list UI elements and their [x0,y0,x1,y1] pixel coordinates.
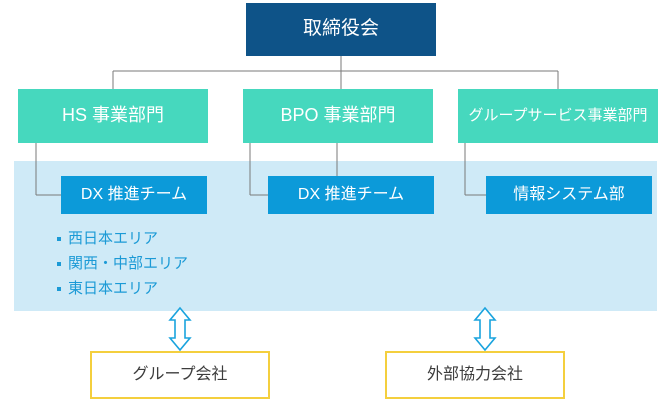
box-division-bpo-label: BPO 事業部門 [280,105,396,126]
box-team-dx-bpo-label: DX 推進チーム [297,186,405,204]
box-external-partner-company[interactable]: 外部協力会社 [385,351,565,399]
area-list-item-label: 関西・中部エリア [68,255,189,272]
box-division-group-service-label: グループサービス事業部門 [468,107,648,124]
box-team-information-systems[interactable]: 情報システム部 [486,176,652,214]
box-division-group-service[interactable]: グループサービス事業部門 [458,89,658,143]
box-team-information-systems-label: 情報システム部 [513,186,625,204]
bullet-dot-icon [57,236,61,241]
box-division-bpo[interactable]: BPO 事業部門 [243,89,433,143]
box-team-dx-bpo[interactable]: DX 推進チーム [268,176,434,214]
area-list: 西日本エリア 関西・中部エリア 東日本エリア [57,226,188,301]
box-team-dx-hs[interactable]: DX 推進チーム [61,176,207,214]
bullet-dot-icon [57,261,61,266]
box-group-company[interactable]: グループ会社 [90,351,270,399]
box-division-hs[interactable]: HS 事業部門 [18,89,208,143]
box-board-of-directors[interactable]: 取締役会 [246,3,436,56]
box-board-of-directors-label: 取締役会 [302,18,379,40]
area-list-item: 東日本エリア [57,276,188,301]
area-list-item-label: 東日本エリア [68,280,159,297]
box-team-dx-hs-label: DX 推進チーム [80,186,188,204]
area-list-item: 関西・中部エリア [57,251,188,276]
area-list-item-label: 西日本エリア [68,230,159,247]
box-group-company-label: グループ会社 [132,366,228,384]
bullet-dot-icon [57,286,61,291]
box-external-partner-company-label: 外部協力会社 [426,366,523,384]
bidirectional-arrow-left [168,306,192,352]
box-division-hs-label: HS 事業部門 [61,105,164,126]
area-list-item: 西日本エリア [57,226,188,251]
bidirectional-arrow-right [473,306,497,352]
